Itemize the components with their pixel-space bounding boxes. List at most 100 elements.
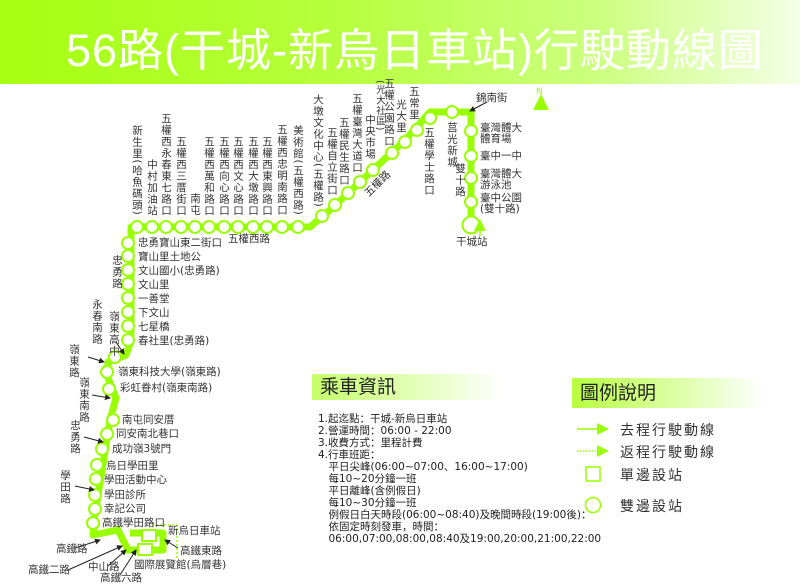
legend-circle-icon	[584, 496, 602, 514]
road-label: 忠勇路	[69, 420, 81, 455]
info-line: 例假日白天時段(06:00~08:40)及晚間時段(19:00後)：	[318, 509, 592, 521]
stop-circle	[95, 442, 109, 456]
stop-label: 七星橋	[138, 321, 170, 333]
stop-label: 美術館(五權西路)	[292, 125, 304, 216]
stop-circle	[88, 488, 102, 502]
header-banner: 56路(干城-新烏日車站)行駛動線圖	[0, 0, 800, 84]
stop-circle	[106, 413, 120, 427]
road-label: 雙十路	[454, 163, 466, 198]
stop-label: (光大社區)	[374, 79, 385, 131]
stop-circle	[246, 220, 260, 234]
stop-circle	[100, 427, 114, 441]
info-panel: 1.起迄點：干城-新烏日車站 2.營運時間：06:00 - 22:00 3.收費…	[318, 413, 601, 545]
stop-circle	[86, 516, 100, 530]
stop-circle	[121, 291, 135, 305]
stop-circle	[291, 220, 305, 234]
stop-circle	[260, 220, 274, 234]
stop-circle	[366, 163, 380, 177]
info-line: 每10~20分鐘一班	[318, 473, 417, 485]
stop-label: 烏日學田里	[106, 460, 159, 472]
stop-label: 五常里	[408, 85, 420, 121]
stop-circle	[100, 365, 114, 379]
stop-label: 忠勇寶山東二街口	[138, 237, 222, 249]
stop-label: 臺灣體大	[480, 168, 522, 180]
stop-circle	[102, 382, 116, 396]
stop-circle	[464, 195, 478, 209]
stop-label: 學田診所	[104, 489, 146, 501]
stop-circle	[121, 319, 135, 333]
stop-label: 寶山里土地公	[138, 251, 201, 263]
page-title: 56路(干城-新烏日車站)行駛動線圖	[66, 25, 765, 76]
stop-label: 成功嶺3號門	[112, 443, 172, 455]
stop-label: 嶺東高中	[108, 311, 120, 357]
station-square-icon	[137, 543, 153, 556]
stop-label: 學田活動中心	[104, 474, 167, 486]
stop-label: 臺中公園	[480, 192, 522, 204]
station-square-icon	[141, 529, 157, 542]
stop-label: 幸記公司	[104, 503, 146, 515]
stop-label: 五權西大墩路口	[247, 135, 259, 217]
stop-label: 五權臺灣大道口	[351, 92, 363, 174]
stop-label: 五權民生路口	[338, 117, 350, 186]
stop-label: 新生里(哈魚碼頭)	[131, 125, 143, 216]
legend-double: 雙邊設站	[620, 499, 684, 515]
info-line: 2.營運時間：06:00 - 22:00	[318, 425, 452, 437]
stop-circle	[398, 135, 412, 149]
road-label: 錦南街	[476, 92, 508, 104]
stop-circle	[464, 149, 478, 163]
info-line: 平日離峰(含例假日)	[318, 485, 421, 497]
stop-circle	[121, 263, 135, 277]
terminal-circle	[461, 215, 481, 235]
road-label: 高鐵東路	[180, 545, 222, 557]
stop-label: 文山國小(忠勇路)	[138, 265, 220, 277]
pointer-arrows	[67, 101, 488, 576]
stop-circle	[202, 220, 216, 234]
info-line: 每10~30分鐘一班	[318, 497, 417, 509]
stop-label: 彩虹眷村(嶺東南路)	[120, 382, 213, 394]
stop-label: 五權公園路口	[383, 78, 395, 147]
stop-circle	[130, 220, 144, 234]
road-label: 學田路	[59, 470, 71, 505]
stop-circle	[217, 220, 231, 234]
stop-label: 同安南北巷口	[116, 428, 179, 440]
road-label: 中山路	[88, 561, 120, 573]
stop-circle	[159, 220, 173, 234]
stop-label: 臺灣體大	[480, 122, 522, 134]
stop-circle	[328, 198, 342, 212]
stop-label: 嶺東科技大學(嶺東路)	[118, 366, 221, 378]
info-line: 平日尖峰(06:00~07:00、16:00~17:00)	[318, 461, 528, 473]
stop-circle	[410, 123, 424, 137]
stop-circle	[464, 171, 478, 185]
stop-circle	[353, 175, 367, 189]
stop-circle	[385, 146, 399, 160]
legend-outbound: 去程行駛動線	[620, 423, 716, 439]
stop-circle	[445, 105, 459, 119]
stop-label: 大墩文化中心(五權路)	[312, 94, 324, 208]
stop-circle	[423, 111, 437, 125]
stop-circle	[90, 458, 104, 472]
road-label: 嶺東南路	[78, 377, 90, 423]
stop-label: 光大里	[395, 98, 407, 134]
info-line: 依固定時刻發車，時間：	[318, 521, 444, 533]
stop-circle	[231, 220, 245, 234]
stop-label: 五權西向心路口	[218, 135, 230, 217]
info-title: 乘車資訊	[312, 374, 502, 400]
stop-label: 五權西東興路口	[261, 135, 273, 217]
stop-circle	[341, 186, 355, 200]
stop-label: 五權西忠明南路口	[276, 124, 288, 216]
stop-circle	[121, 305, 135, 319]
terminal-label: 干城站	[456, 236, 488, 248]
stop-circle	[121, 333, 135, 347]
stop-label: 文山里	[138, 279, 170, 291]
stop-circle	[315, 209, 329, 223]
info-line: 4.行車班距：	[318, 449, 381, 461]
stop-label: 中村加油站	[146, 158, 158, 217]
stop-label: 五權西萬和路口	[203, 135, 215, 217]
stop-label: 五權學士路口	[423, 127, 435, 196]
stop-label: 五權西文心路口	[232, 135, 244, 217]
legend-return: 返程行駛動線	[620, 445, 716, 461]
stop-label: 高鐵學田路口	[102, 517, 165, 529]
stop-circle	[121, 277, 135, 291]
stop-circle	[121, 249, 135, 263]
